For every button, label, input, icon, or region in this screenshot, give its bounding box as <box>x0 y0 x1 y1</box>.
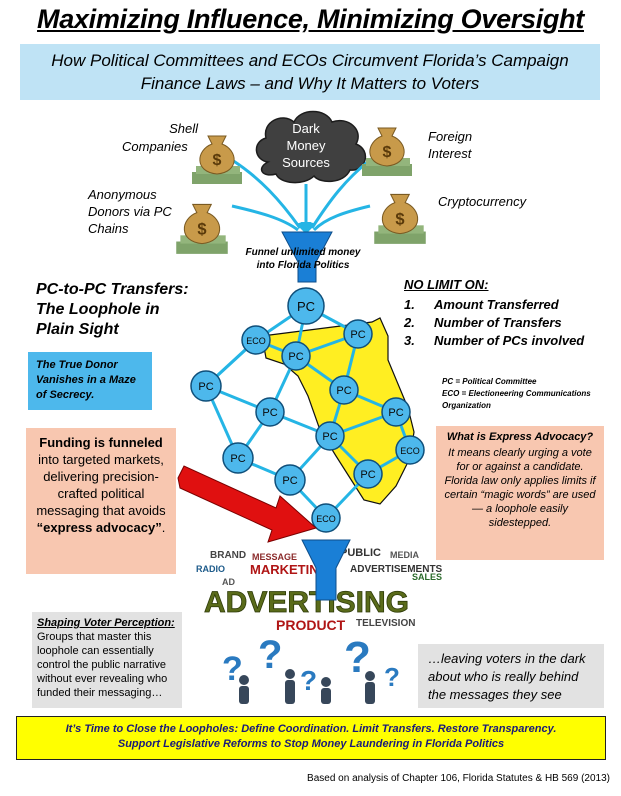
svg-text:$: $ <box>197 220 206 238</box>
moneybag-icon: $ <box>374 193 426 244</box>
subtitle-line-1: How Political Committees and ECOs Circum… <box>51 51 569 70</box>
subtitle-line-2: Finance Laws – and Why It Matters to Vot… <box>140 74 480 93</box>
network-node-labels: PC ECO PC PC PC PC PC PC PC ECO PC PC PC… <box>198 299 419 524</box>
svg-text:PUBLIC: PUBLIC <box>340 547 381 559</box>
svg-text:RADIO: RADIO <box>196 564 225 574</box>
red-arrow <box>177 465 318 543</box>
shaping-voter-perception-box: Shaping Voter Perception: Groups that ma… <box>32 612 182 708</box>
node-pc-4 <box>190 370 222 402</box>
call-to-action-box: It’s Time to Close the Loopholes: Define… <box>16 716 606 760</box>
shaping-heading: Shaping Voter Perception: <box>37 617 175 629</box>
moneybag-icon: $ <box>192 135 242 184</box>
svg-text:ADVERTISEMENTS: ADVERTISEMENTS <box>350 564 443 575</box>
node-pc-7 <box>381 397 411 427</box>
funnel-label: Funnel unlimited money into Florida Poli… <box>245 247 361 271</box>
svg-text:ECO: ECO <box>316 514 336 524</box>
node-eco-1 <box>241 325 271 355</box>
question-mark-icon: ? <box>222 650 243 688</box>
svg-text:PC: PC <box>198 381 213 393</box>
svg-text:PC: PC <box>336 385 351 397</box>
cryptocurrency-label: Cryptocurrency <box>438 194 527 209</box>
svg-text:$: $ <box>383 144 392 161</box>
svg-text:MEDIA: MEDIA <box>390 550 420 560</box>
svg-text:ADVERTISING: ADVERTISING <box>204 586 409 619</box>
svg-text:PC: PC <box>350 329 365 341</box>
no-limit-title: NO LIMIT ON: <box>404 277 489 292</box>
node-eco-2 <box>395 435 425 465</box>
svg-text:BRAND: BRAND <box>210 550 246 561</box>
node-pc-6 <box>255 397 285 427</box>
question-mark-icon: ? <box>384 662 400 692</box>
svg-text:ECO: ECO <box>246 336 266 346</box>
advertising-word-cloud: BRAND MESSAGE PUBLIC MEDIA RADIO MARKETI… <box>196 547 443 633</box>
node-pc-3 <box>343 319 373 349</box>
subtitle-box: How Political Committees and ECOs Circum… <box>20 44 600 100</box>
network-nodes <box>190 287 425 533</box>
node-pc-9 <box>222 442 254 474</box>
svg-text:PC: PC <box>230 453 245 465</box>
question-mark-icon: ? <box>258 633 282 677</box>
voters-in-dark-box: …leaving voters in the dark about who is… <box>418 644 604 708</box>
true-donor-box: The True Donor Vanishes in a Maze of Sec… <box>28 352 152 410</box>
express-advocacy-text: It means clearly urging a vote for or ag… <box>444 447 596 529</box>
top-funnel <box>281 231 333 283</box>
node-eco-3 <box>311 503 341 533</box>
foreign-interest-label: Foreign Interest <box>428 129 473 161</box>
page-title: Maximizing Influence, Minimizing Oversig… <box>37 4 584 34</box>
svg-text:$: $ <box>213 152 222 169</box>
dark-money-label: Dark Money Sources <box>282 121 330 170</box>
svg-text:AD: AD <box>222 577 235 587</box>
svg-text:PC: PC <box>322 431 337 443</box>
svg-text:ECO: ECO <box>400 446 420 456</box>
bottom-funnel <box>301 539 351 601</box>
express-advocacy-question: What is Express Advocacy? <box>446 431 594 443</box>
definitions: PC = Political Committee ECO = Electione… <box>442 377 591 410</box>
svg-text:TELEVISION: TELEVISION <box>356 618 415 629</box>
dark-money-cloud <box>255 110 367 184</box>
svg-text:PC: PC <box>360 469 375 481</box>
question-mark-icon: ? <box>300 665 317 696</box>
confused-voters-illustration: ? ? ? ? ? <box>222 633 400 704</box>
svg-text:PRODUCT: PRODUCT <box>276 617 346 633</box>
funding-box: Funding is funneled into targeted market… <box>26 428 176 574</box>
shell-companies-label: Shell <box>169 121 198 136</box>
svg-text:SALES: SALES <box>412 572 442 582</box>
svg-text:PC: PC <box>282 475 297 487</box>
node-pc-2 <box>281 341 311 371</box>
moneybag-icon: $ <box>362 127 412 176</box>
shell-companies-label-2: Companies <box>122 139 188 154</box>
node-pc-5 <box>329 375 359 405</box>
moneybag-icon: $ <box>176 203 228 254</box>
pc-transfers-heading: PC-to-PC Transfers: The Loophole in Plai… <box>36 281 189 338</box>
node-pc-8 <box>315 421 345 451</box>
list-item: 3.Number of PCs involved <box>404 333 585 348</box>
node-pc-top <box>287 287 325 325</box>
shaping-text: Groups that master this loophole can ess… <box>37 631 168 699</box>
express-advocacy-box: What is Express Advocacy? It means clear… <box>436 426 604 560</box>
svg-text:MARKETING: MARKETING <box>250 562 329 577</box>
svg-text:PC: PC <box>288 351 303 363</box>
node-pc-10 <box>353 459 383 489</box>
node-pc-11 <box>274 464 306 496</box>
svg-text:PC: PC <box>262 407 277 419</box>
list-item: 1.Amount Transferred <box>404 297 559 312</box>
svg-text:PC: PC <box>388 407 403 419</box>
svg-text:PC: PC <box>297 299 315 314</box>
svg-text:MESSAGE: MESSAGE <box>252 552 297 562</box>
no-limit-list: NO LIMIT ON: 1.Amount Transferred 2.Numb… <box>404 276 604 350</box>
source-citation: Based on analysis of Chapter 106, Florid… <box>307 773 610 784</box>
anonymous-donors-label: Anonymous Donors via PC Chains <box>88 187 172 236</box>
list-item: 2.Number of Transfers <box>404 315 562 330</box>
svg-text:$: $ <box>395 210 404 228</box>
